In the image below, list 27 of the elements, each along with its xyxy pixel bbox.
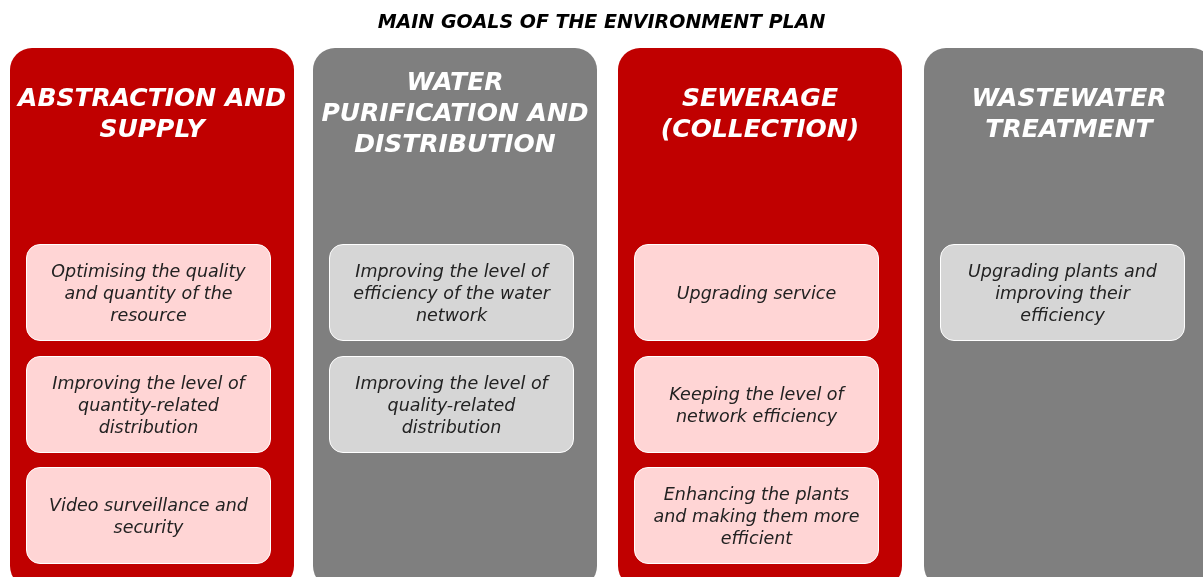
goal-box <box>634 244 879 341</box>
goal-text: Keeping the level of network efficiency <box>668 382 847 427</box>
goal-text: Improving the level of quality-related distribution <box>354 371 551 438</box>
goal-text: Video surveillance and security <box>48 493 249 538</box>
column-heading: WATER PURIFICATION AND DISTRIBUTION <box>321 66 589 159</box>
goal-box <box>940 244 1185 341</box>
goal-text: Enhancing the plants and making them more efficient <box>652 482 861 549</box>
goal-box <box>329 356 574 453</box>
goal-text: Improving the level of quantity-related distribution <box>51 371 248 438</box>
category-column <box>618 48 902 577</box>
diagram-title: MAIN GOALS OF THE ENVIRONMENT PLAN <box>376 10 827 32</box>
category-column <box>313 48 597 577</box>
goal-box <box>329 244 574 341</box>
goal-text: Optimising the quality and quantity of the resource <box>50 259 247 326</box>
goal-box <box>26 356 271 453</box>
goal-box <box>634 467 879 564</box>
goal-text: Upgrading service <box>676 281 837 304</box>
goal-box <box>26 467 271 564</box>
goal-box <box>26 244 271 341</box>
goal-box <box>634 356 879 453</box>
column-heading: WASTEWATER TREATMENT <box>970 82 1168 144</box>
column-heading: ABSTRACTION AND SUPPLY <box>18 82 286 144</box>
category-column <box>10 48 294 577</box>
goal-text: Upgrading plants and improving their efficiency <box>967 259 1158 326</box>
goal-text: Improving the level of efficiency of the water network <box>352 259 552 326</box>
category-column <box>924 48 1203 577</box>
column-heading: SEWERAGE (COLLECTION) <box>659 82 861 144</box>
